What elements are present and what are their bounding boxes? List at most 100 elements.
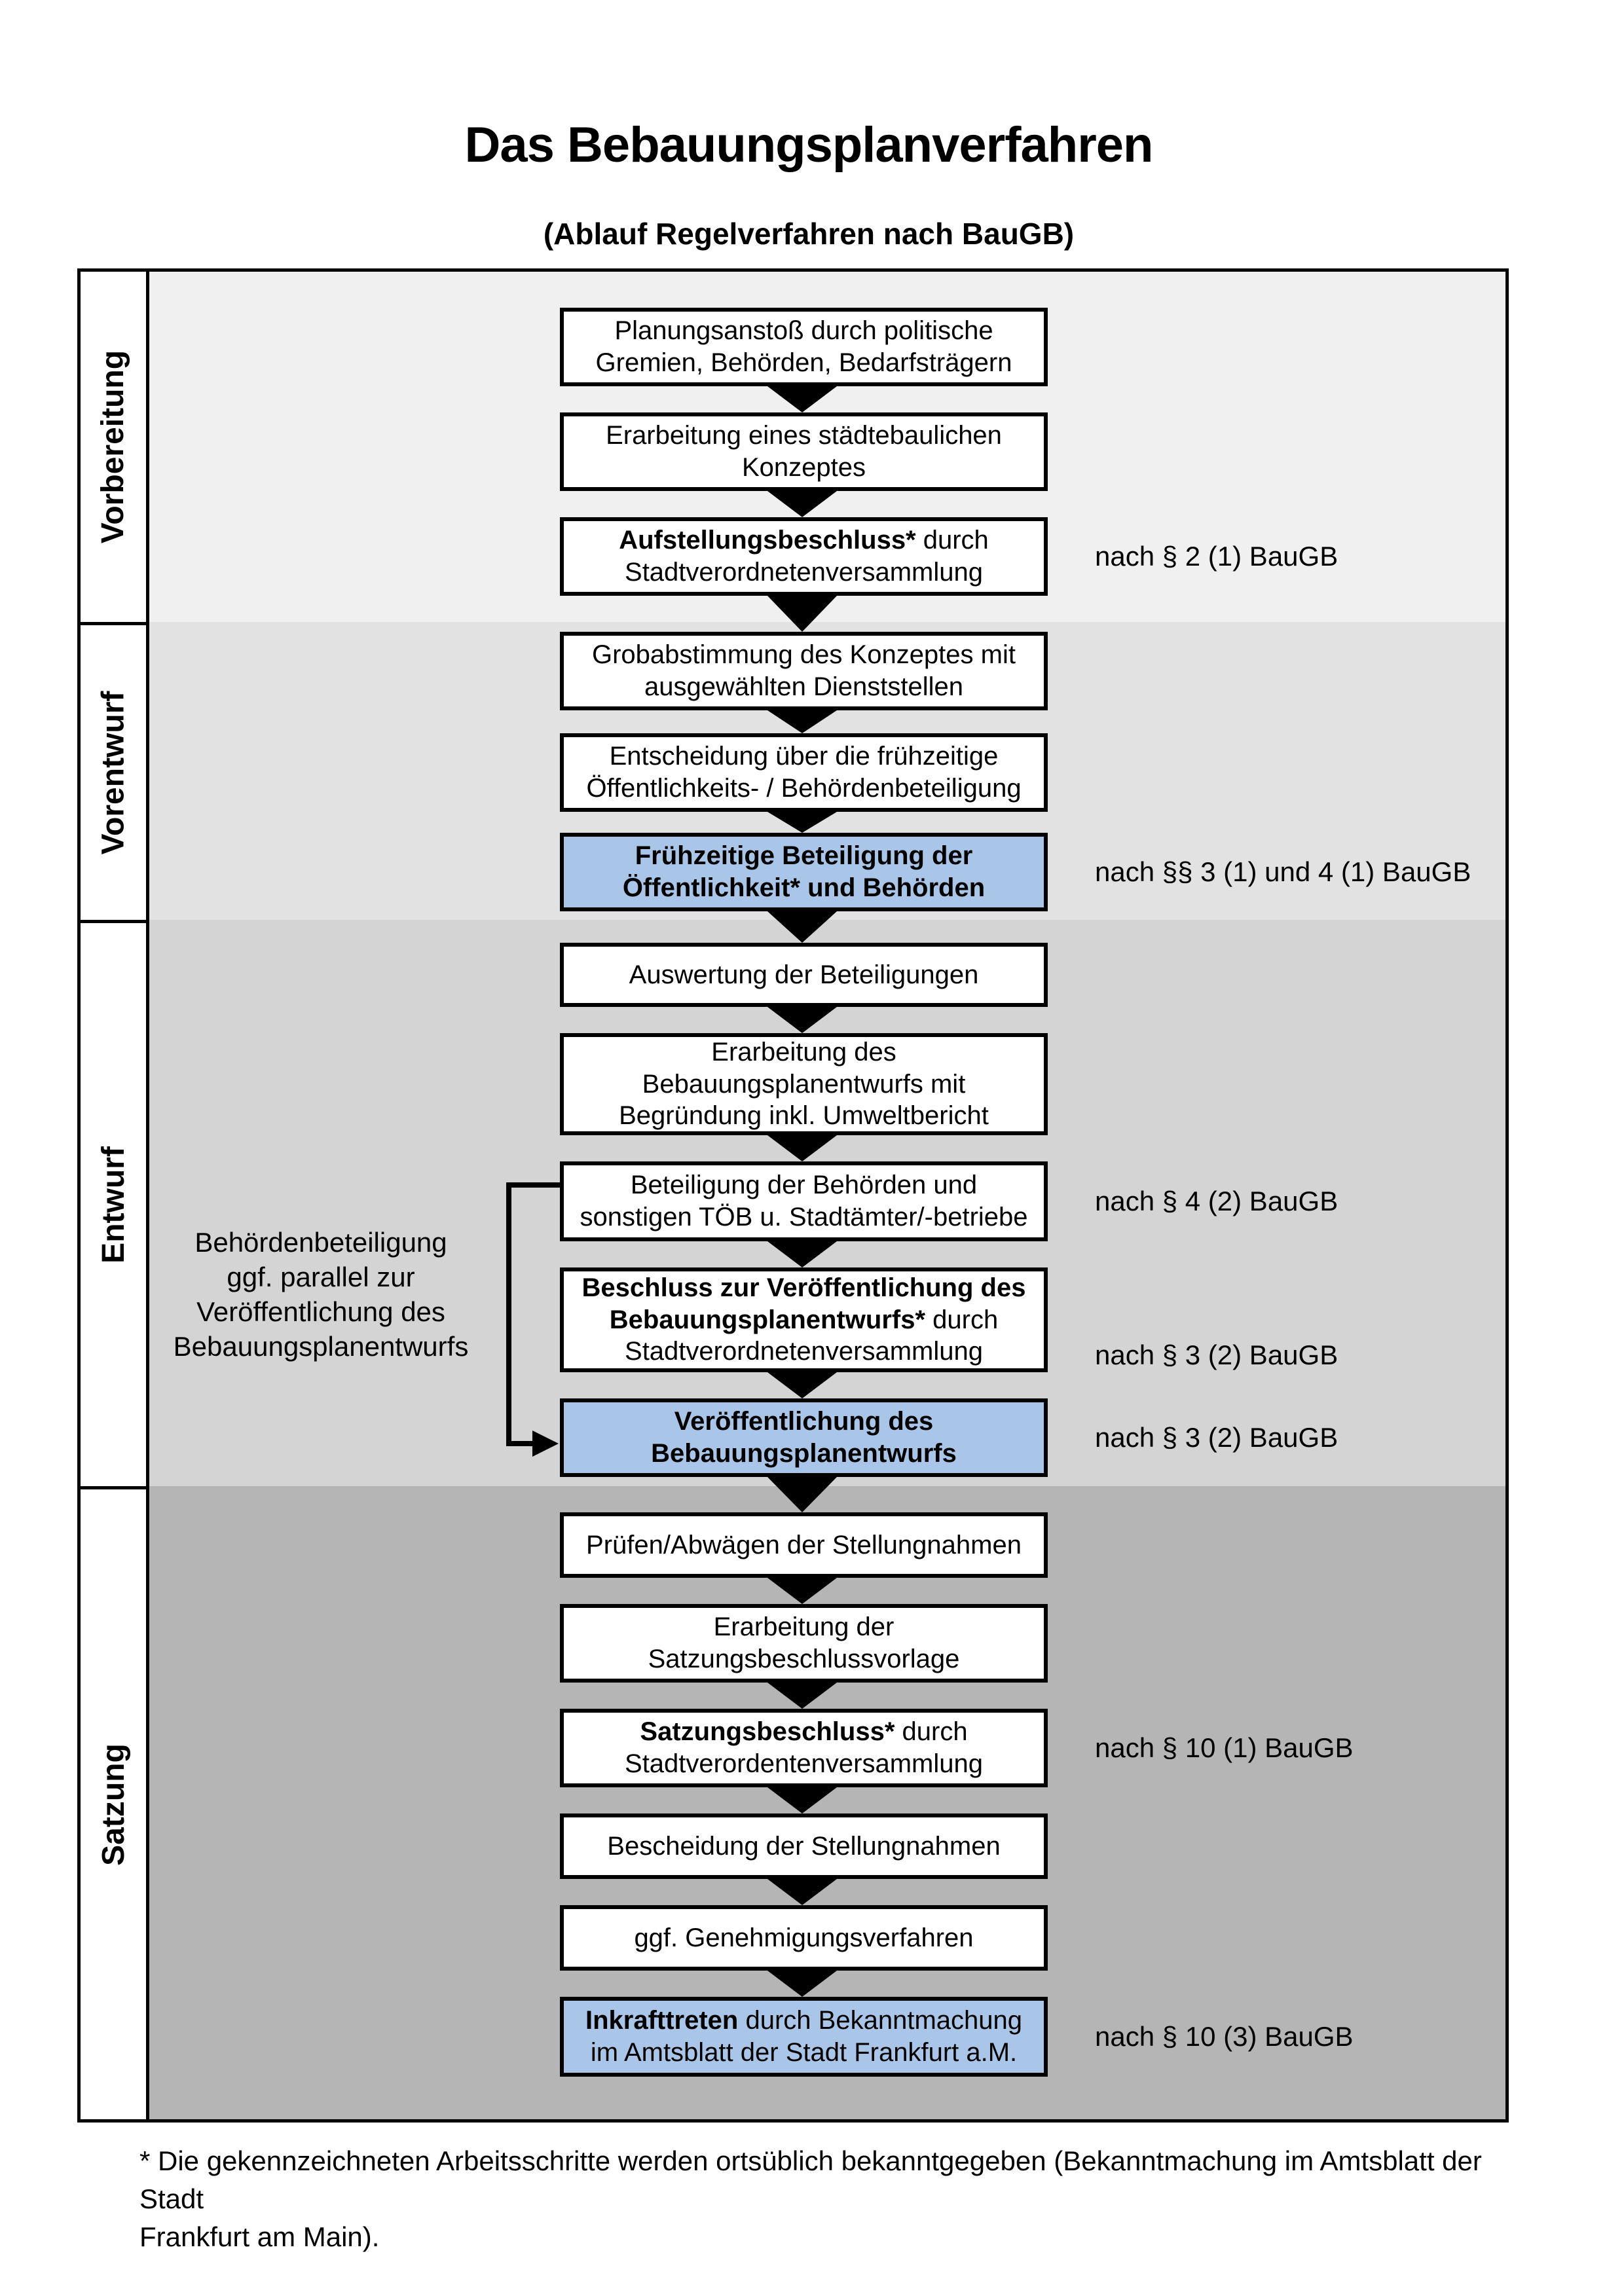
down-arrow-icon	[767, 1372, 837, 1398]
step-text-segment: Auswertung der Beteiligungen	[629, 960, 979, 989]
step-text-line: Beschluss zur Veröffentlichung des	[582, 1272, 1026, 1304]
step-text-segment: Prüfen/Abwägen der Stellungnahmen	[586, 1530, 1022, 1559]
step-text-line: Konzeptes	[742, 452, 866, 484]
phase-label: Entwurf	[96, 1146, 131, 1264]
down-arrow-icon	[767, 1241, 837, 1267]
flow-step-behoerden-beteiligung: Beteiligung der Behörden und sonstigen TÖ…	[560, 1161, 1048, 1241]
flow-step-bescheidung-stellungnahmen: Bescheidung der Stellungnahmen	[560, 1813, 1048, 1879]
step-text-line: Aufstellungsbeschluss* durch	[619, 524, 989, 556]
step-text-segment: Bescheidung der Stellungnahmen	[607, 1831, 1001, 1861]
step-text-segment: durch	[915, 526, 989, 555]
phase-label: Vorbereitung	[96, 350, 131, 544]
down-arrow-icon	[767, 812, 837, 833]
step-text-segment: Inkrafttreten	[585, 2006, 739, 2035]
down-arrow-icon	[767, 1007, 837, 1033]
footnote: * Die gekennzeichneten Arbeitsschritte w…	[139, 2142, 1534, 2256]
step-text-segment: Beschluss zur Veröffentlichung des	[581, 1273, 1026, 1302]
down-arrow-icon	[767, 710, 837, 733]
phase-cell-satzung: Satzung	[77, 1486, 149, 2123]
step-text-line: Satzungsbeschlussvorlage	[648, 1643, 960, 1675]
step-text-line: ggf. Genehmigungsverfahren	[634, 1922, 973, 1954]
step-text-line: Frühzeitige Beteiligung der	[635, 840, 973, 872]
down-arrow-icon	[767, 596, 837, 632]
step-text-line: Prüfen/Abwägen der Stellungnahmen	[586, 1529, 1022, 1561]
step-text-segment: Stadtverordnetenversammlung	[625, 558, 983, 587]
step-text-line: Erarbeitung eines städtebaulichen	[606, 420, 1002, 452]
parallel-connector-arrow	[506, 1182, 560, 1457]
step-text-segment: im Amtsblatt der Stadt Frankfurt a.M.	[590, 2038, 1018, 2067]
down-arrow-icon	[767, 491, 837, 517]
down-arrow-icon	[767, 1578, 837, 1604]
down-arrow-icon	[767, 1135, 837, 1161]
phase-label: Vorentwurf	[96, 691, 131, 854]
step-text-segment: Stadtverordnetenversammlung	[625, 1337, 983, 1366]
step-text-segment: sonstigen TÖB u. Stadtämter/-betriebe	[580, 1203, 1028, 1231]
step-text-line: ausgewählten Dienststellen	[644, 671, 963, 703]
down-arrow-icon	[767, 386, 837, 412]
side-note-line: Bebauungsplanentwurfs	[173, 1330, 469, 1362]
step-text-line: Planungsanstoß durch politische	[614, 315, 993, 347]
down-arrow-icon	[767, 1787, 837, 1813]
step-text-line: Entscheidung über die frühzeitige	[610, 740, 999, 773]
legal-note-7: nach § 10 (3) BauGB	[1095, 2021, 1354, 2052]
flow-step-auswertung-beteiligungen: Auswertung der Beteiligungen	[560, 943, 1048, 1007]
step-text-segment: Satzungsbeschluss*	[640, 1717, 895, 1747]
legal-note-3: nach § 4 (2) BauGB	[1095, 1186, 1338, 1216]
step-text-line: Stadtverordentenversammlung	[625, 1748, 983, 1780]
step-text-line: Öffentlichkeits- / Behördenbeteiligung	[586, 773, 1021, 805]
step-text-segment: Bebauungsplanentwurfs*	[609, 1305, 926, 1334]
step-text-segment: Begründung inkl. Umweltbericht	[619, 1101, 989, 1131]
step-text-segment: ggf. Genehmigungsverfahren	[634, 1923, 974, 1952]
step-text-line: Bebauungsplanentwurfs	[651, 1438, 957, 1470]
step-text-line: Bescheidung der Stellungnahmen	[607, 1831, 1000, 1863]
phase-cell-entwurf: Entwurf	[77, 920, 149, 1489]
step-text-line: Stadtverordnetenversammlung	[625, 556, 983, 589]
step-text-segment: Erarbeitung der	[713, 1613, 895, 1642]
step-text-segment: Bebauungsplanentwurfs mit	[642, 1069, 966, 1099]
step-text-segment: Beteiligung der Behörden und	[630, 1171, 978, 1200]
legal-note-4: nach § 3 (2) BauGB	[1095, 1339, 1338, 1370]
step-text-segment: durch Bekanntmachung	[738, 2006, 1022, 2035]
down-arrow-icon	[767, 911, 837, 943]
down-arrow-icon	[767, 1683, 837, 1709]
legal-note-5: nach § 3 (2) BauGB	[1095, 1422, 1338, 1453]
down-arrow-icon	[767, 1477, 837, 1512]
step-text-segment: Aufstellungsbeschluss*	[619, 526, 916, 555]
step-text-segment: Konzeptes	[741, 453, 866, 482]
step-text-segment: Erarbeitung eines städtebaulichen	[606, 421, 1002, 450]
legal-note-1: nach § 2 (1) BauGB	[1095, 541, 1338, 572]
footnote-line: Frankfurt am Main).	[139, 2221, 380, 2252]
step-text-segment: Öffentlichkeits- / Behördenbeteiligung	[586, 774, 1022, 803]
step-text-segment: durch	[925, 1305, 999, 1334]
step-text-line: Beteiligung der Behörden und	[631, 1169, 977, 1201]
step-text-line: Satzungsbeschluss* durch	[640, 1716, 967, 1748]
down-arrow-icon	[767, 1879, 837, 1905]
step-text-line: Gremien, Behörden, Bedarfsträgern	[596, 347, 1012, 379]
step-text-segment: Satzungsbeschlussvorlage	[648, 1645, 960, 1673]
step-text-line: Erarbeitung der	[714, 1611, 895, 1643]
flow-step-genehmigungsverfahren: ggf. Genehmigungsverfahren	[560, 1905, 1048, 1971]
legal-note-6: nach § 10 (1) BauGB	[1095, 1732, 1354, 1763]
step-text-segment: Stadtverordentenversammlung	[625, 1749, 983, 1778]
phase-cell-vorentwurf: Vorentwurf	[77, 622, 149, 923]
down-arrow-icon	[767, 1971, 837, 1997]
side-note-line: Veröffentlichung des	[196, 1296, 445, 1327]
step-text-line: Bebauungsplanentwurfs* durch	[610, 1304, 998, 1336]
step-text-line: Begründung inkl. Umweltbericht	[619, 1100, 989, 1132]
step-text-line: Stadtverordnetenversammlung	[625, 1336, 983, 1368]
step-text-segment: durch	[895, 1717, 968, 1747]
page-subtitle: (Ablauf Regelverfahren nach BauGB)	[543, 217, 1075, 251]
step-text-segment: Entscheidung über die frühzeitige	[609, 742, 999, 771]
step-text-line: im Amtsblatt der Stadt Frankfurt a.M.	[591, 2037, 1017, 2069]
side-note-line: ggf. parallel zur	[227, 1261, 415, 1292]
